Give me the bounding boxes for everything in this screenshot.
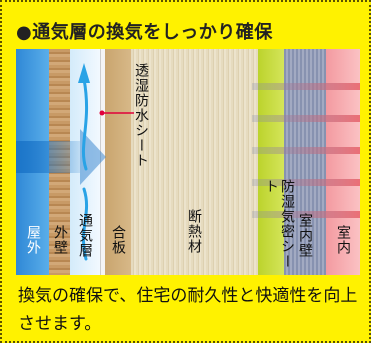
sheet-leader-line <box>99 110 134 116</box>
inner-wall-label: 室内壁 <box>297 213 313 258</box>
insulation-label: 断熱材 <box>186 209 202 254</box>
plywood-layer <box>105 49 131 275</box>
vapor-barrier-label: 防湿気密シート <box>263 179 295 269</box>
breathable-sheet-label: 透湿防水シート <box>133 63 149 168</box>
outer-wall-label: 外壁 <box>52 225 68 255</box>
moisture-arrows-icon <box>252 83 360 218</box>
plywood-label: 合板 <box>110 225 126 255</box>
outdoor-label: 屋外 <box>25 225 41 255</box>
wall-cross-section-diagram: 透湿防水シート 防湿気密シート 屋外 外壁 通気層 合板 断熱材 室内壁 室内 <box>16 49 360 275</box>
description-text: 換気の確保で、住宅の耐久性と快適性を向上させます。 <box>18 286 358 334</box>
indoor-label: 室内 <box>335 225 351 255</box>
vent-layer-label: 通気層 <box>77 213 93 258</box>
outside-air-arrow-icon <box>16 129 106 185</box>
insulation-layer <box>131 49 258 275</box>
airflow-overlay <box>16 63 360 261</box>
card-title: ●通気層の換気をしっかり確保 <box>16 22 273 43</box>
vent-airflow-icon <box>78 63 90 261</box>
